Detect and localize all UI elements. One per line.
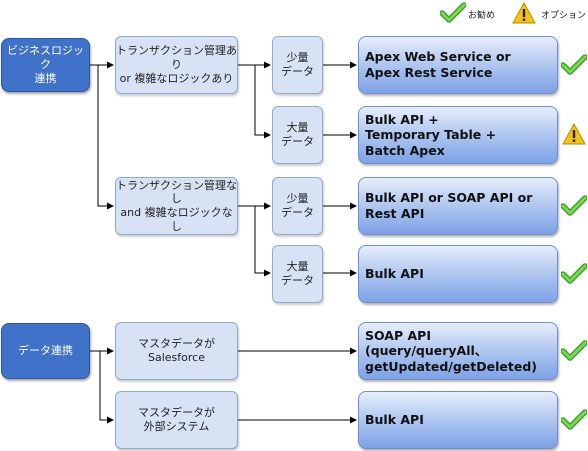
result-bulk-temp-batch: Bulk API + Temporary Table + Batch Apex [358,106,558,164]
result-bulk-api-1: Bulk API [358,245,558,303]
legend-recommended-label: お勧め [468,11,496,21]
volume-small-1: 少量 データ [272,36,323,94]
source-business-logic: ビジネスロジック 連携 [1,38,90,92]
edge-txwithout-large [254,206,271,277]
edge-data-master-ext [99,351,114,424]
condition-master-external: マスタデータが 外部システム [115,391,238,449]
legend-warning-icon [512,2,536,24]
volume-small-2: 少量 データ [272,177,323,235]
warning-icon [562,123,586,145]
check-icon [561,195,587,216]
edge-txwith-large [254,65,271,139]
condition-tx-with: トランザクション管理あり or 複雑なロジックあり [115,36,238,94]
result-bulk-api-2: Bulk API [358,391,558,449]
legend-option-label: オプション [541,11,587,21]
check-icon [561,54,587,75]
result-bulk-soap-rest: Bulk API or SOAP API or Rest API [358,177,558,235]
condition-master-salesforce: マスタデータが Salesforce [115,322,238,380]
legend-check-icon [440,2,466,23]
check-icon [561,340,587,361]
volume-large-1: 大量 データ [272,106,323,164]
result-apex-web-service: Apex Web Service or Apex Rest Service [358,36,558,94]
check-icon [561,409,587,430]
result-soap-api: SOAP API (query/queryAll、 getUpdated/get… [358,322,558,380]
check-icon [561,263,587,284]
edge-business-tx-without [97,65,114,210]
volume-large-2: 大量 データ [272,245,323,303]
condition-tx-without: トランザクション管理なし and 複雑なロジックなし [115,177,238,235]
source-data-integration: データ連携 [1,323,90,379]
